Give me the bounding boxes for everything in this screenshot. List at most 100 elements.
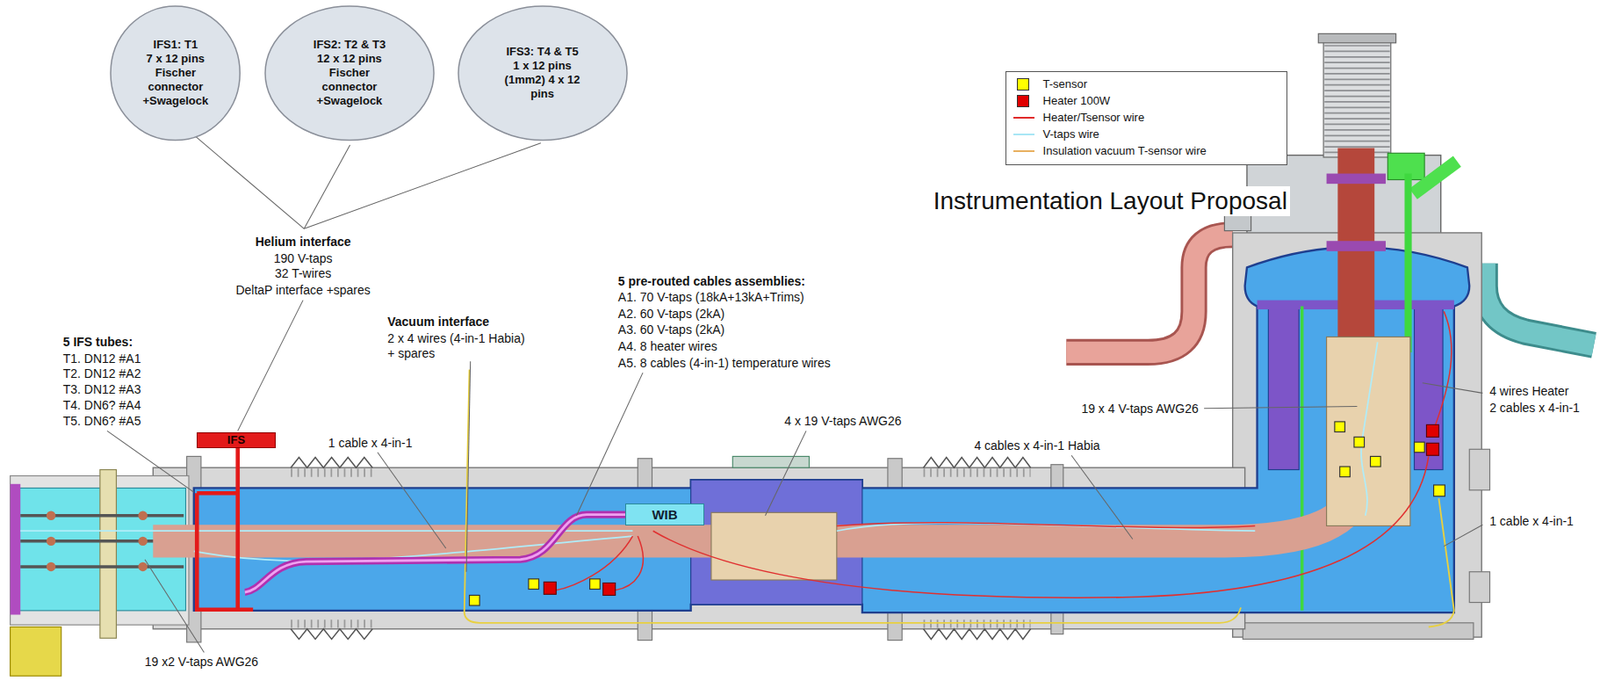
legend-box: T-sensorHeater 100WHeater/Tsensor wireV-…: [1005, 71, 1289, 166]
end-plate: [10, 483, 22, 615]
annotation-text: 32 T-wires: [273, 266, 333, 281]
t-sensor: [1334, 421, 1346, 433]
legend-line-sample: [1013, 129, 1035, 140]
legend-item: Heater/Tsensor wire: [1013, 108, 1281, 126]
rod-nut: [137, 511, 147, 520]
pink-pipe-outline: [1066, 234, 1233, 353]
leader-line: [1203, 405, 1357, 408]
node-text-group: IFS1: T17 x 12 pins Fischer connector +S…: [133, 37, 218, 109]
splice-region: [691, 479, 863, 605]
leader-line: [303, 143, 541, 230]
t-sensor: [1354, 436, 1365, 447]
leader-line: [195, 136, 304, 230]
illustration-group: [10, 33, 1594, 676]
node-text-group: IFS3: T4 & T51 x 12 pins (1mm2) 4 x 12 p…: [494, 44, 591, 101]
annotation-text: 1 cable x 4-in-1: [326, 435, 415, 450]
node-body: 1 x 12 pins (1mm2) 4 x 12 pins: [494, 58, 591, 101]
annotation-text: 190 V-taps: [272, 251, 335, 266]
interface-circle: IFS3: T4 & T51 x 12 pins (1mm2) 4 x 12 p…: [457, 5, 628, 142]
side-port: [1469, 571, 1490, 603]
vertical-splice-box: [1326, 336, 1411, 526]
legend-line-sample: [1013, 145, 1035, 157]
leader-line: [576, 372, 644, 516]
t-sensor: [1434, 484, 1446, 497]
pink-pipe: [1066, 234, 1233, 353]
node-text-group: IFS2: T2 & T312 x 12 pins Fischer connec…: [301, 37, 398, 109]
heater-wire: [1434, 310, 1452, 426]
heater: [1426, 424, 1439, 437]
t-sensor: [1414, 441, 1426, 453]
top-port: [732, 455, 809, 468]
leader-line: [1443, 524, 1483, 546]
vacuum-sensor-wire: [1428, 497, 1455, 627]
legend-swatch: [1016, 94, 1030, 108]
green-rod: [1300, 306, 1304, 611]
annotation-heading: 5 pre-routed cables assemblies:: [616, 273, 808, 289]
heater: [603, 582, 616, 595]
bellows-cap: [1318, 33, 1396, 43]
teal-pipe-outline: [1484, 263, 1594, 346]
bellows-ribs: [923, 619, 1031, 628]
leader-line: [144, 559, 204, 653]
node-heading: IFS3: T4 & T5: [494, 44, 591, 59]
annotation-text: 1 cable x 4-in-1: [1487, 513, 1576, 528]
vtap-wire: [1361, 341, 1378, 516]
annotation-text: A5. 8 cables (4-in-1) temperature wires: [616, 355, 833, 370]
annotation-text: T4. DN6? #A4: [61, 397, 144, 412]
annotation-text: 19 x2 V-taps AWG26: [143, 654, 260, 669]
legend-text: Heater/Tsensor wire: [1043, 110, 1146, 124]
legend-line-sample: [1013, 133, 1035, 136]
node-text-group: IFS: [227, 432, 246, 447]
bellows-column: [1323, 40, 1391, 157]
cable-assembly-core: [245, 514, 626, 592]
annotation-text: T3. DN12 #A3: [61, 381, 144, 397]
legend-item: Heater 100W: [1013, 92, 1281, 109]
circle-outline: [265, 6, 434, 141]
bellows-ribs: [923, 468, 1031, 476]
interface-circle: IFS2: T2 & T312 x 12 pins Fischer connec…: [264, 5, 435, 142]
vtap-wire: [20, 529, 633, 532]
leader-line: [107, 430, 195, 492]
legend-item: Insulation vacuum T-sensor wire: [1013, 142, 1281, 159]
rod-nut: [46, 511, 56, 520]
annotation-text: 4 cables x 4-in-1 Habia: [972, 438, 1102, 453]
legend-line-sample: [1013, 150, 1035, 152]
annotation-text: 2 x 4 wires (4-in-1 Habia): [385, 331, 527, 346]
bellows: [923, 457, 1031, 469]
end-plug: [10, 626, 62, 676]
legend-text: T-sensor: [1043, 77, 1089, 91]
heater-wire: [555, 535, 633, 591]
annotation-text: DeltaP interface +spares: [233, 282, 372, 297]
green-branch: [1412, 161, 1457, 195]
node-body: 7 x 12 pins Fischer connector +Swagelock: [133, 51, 218, 109]
leader-line: [764, 430, 806, 515]
leader-lines: [107, 136, 1483, 653]
inner-cylinder: [1414, 306, 1444, 470]
t-sensor: [1340, 466, 1351, 477]
heater: [543, 581, 556, 594]
node-heading: IFS2: T2 & T3: [301, 37, 398, 52]
leader-line: [237, 300, 303, 432]
splice-box: [711, 511, 837, 580]
bellows: [923, 628, 1031, 640]
annotation-text: T2. DN12 #A2: [61, 366, 144, 381]
annotation-text: A3. 60 V-taps (2kA): [616, 322, 727, 337]
t-sensor: [528, 578, 540, 590]
rod-nut: [46, 562, 56, 571]
vacuum-sensor-wire: [464, 369, 1241, 623]
leader-line: [1422, 382, 1484, 394]
t-sensor: [590, 578, 601, 590]
legend-item: V-taps wire: [1013, 125, 1281, 143]
cable-assembly: [245, 514, 626, 592]
annotation-text: A2. 60 V-taps (2kA): [616, 306, 727, 321]
inner-cylinder: [1268, 306, 1299, 470]
annotation-text: 4 wires Heater: [1487, 383, 1571, 398]
annotation-text: T1. DN12 #A1: [61, 351, 144, 366]
node-heading: WIB: [651, 506, 678, 523]
ifs-box: IFS: [196, 432, 275, 448]
annotation-heading: 5 IFS tubes:: [61, 334, 135, 349]
annotation-text: + spares: [385, 345, 437, 361]
annotation-text: 4 x 19 V-taps AWG26: [782, 413, 903, 428]
end-flange: [100, 469, 117, 639]
